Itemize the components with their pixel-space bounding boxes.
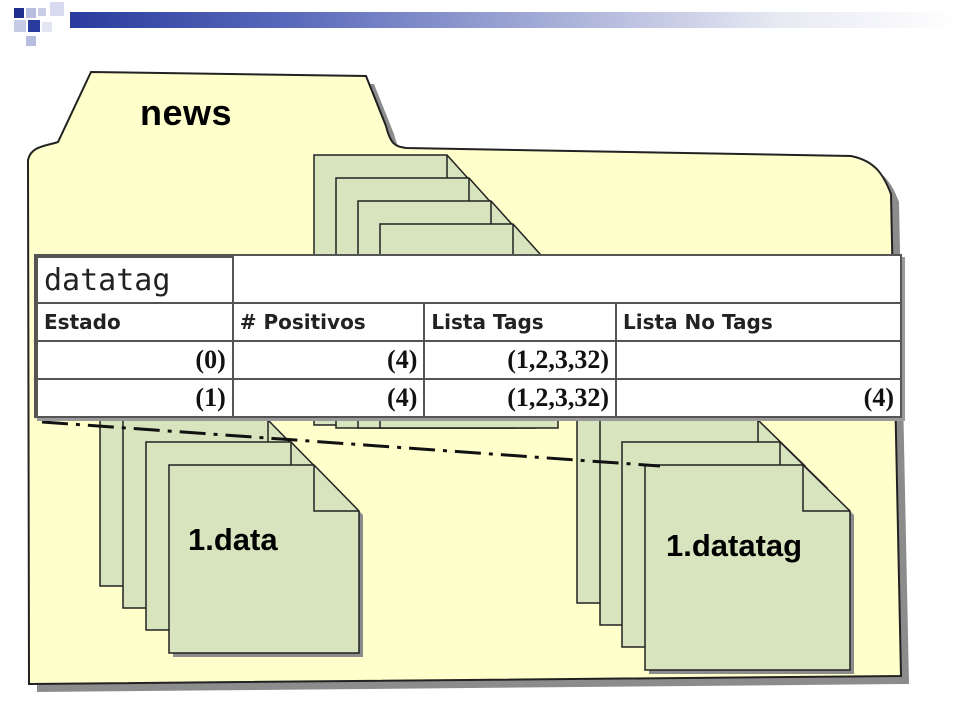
column-header: Estado (36, 302, 234, 342)
table-cell: (4) (231, 378, 426, 418)
document-label-datatag: 1.datatag (666, 528, 803, 563)
corner-logo (14, 2, 64, 46)
column-header: Lista Tags (423, 302, 618, 342)
table-header-row: Estado # Positivos Lista Tags Lista No T… (36, 302, 902, 342)
table-cell: (4) (615, 378, 902, 418)
table-cell: (1) (36, 378, 234, 418)
table-title-spacer (231, 257, 901, 304)
header-gradient-bar (70, 12, 960, 28)
table-row: (0) (4) (1,2,3,32) (36, 340, 902, 380)
dash-dot-line (41, 420, 661, 468)
table-cell: (4) (231, 340, 426, 380)
table-cell (615, 340, 902, 380)
table-cell: (1,2,3,32) (423, 378, 618, 418)
column-header: Lista No Tags (615, 302, 902, 342)
table-title: datatag (36, 256, 234, 304)
table-cell: (0) (36, 340, 234, 380)
table-cell: (1,2,3,32) (423, 340, 618, 380)
datatag-table-panel: datatag Estado # Positivos Lista Tags Li… (34, 254, 902, 418)
datatag-table: datatag Estado # Positivos Lista Tags Li… (36, 256, 902, 418)
column-header: # Positivos (231, 302, 426, 342)
folder-title: news (140, 92, 233, 133)
document-label-data: 1.data (188, 522, 278, 557)
right-document-stack (576, 397, 854, 674)
left-document-stack (99, 397, 363, 657)
table-row: (1) (4) (1,2,3,32) (4) (36, 378, 902, 418)
